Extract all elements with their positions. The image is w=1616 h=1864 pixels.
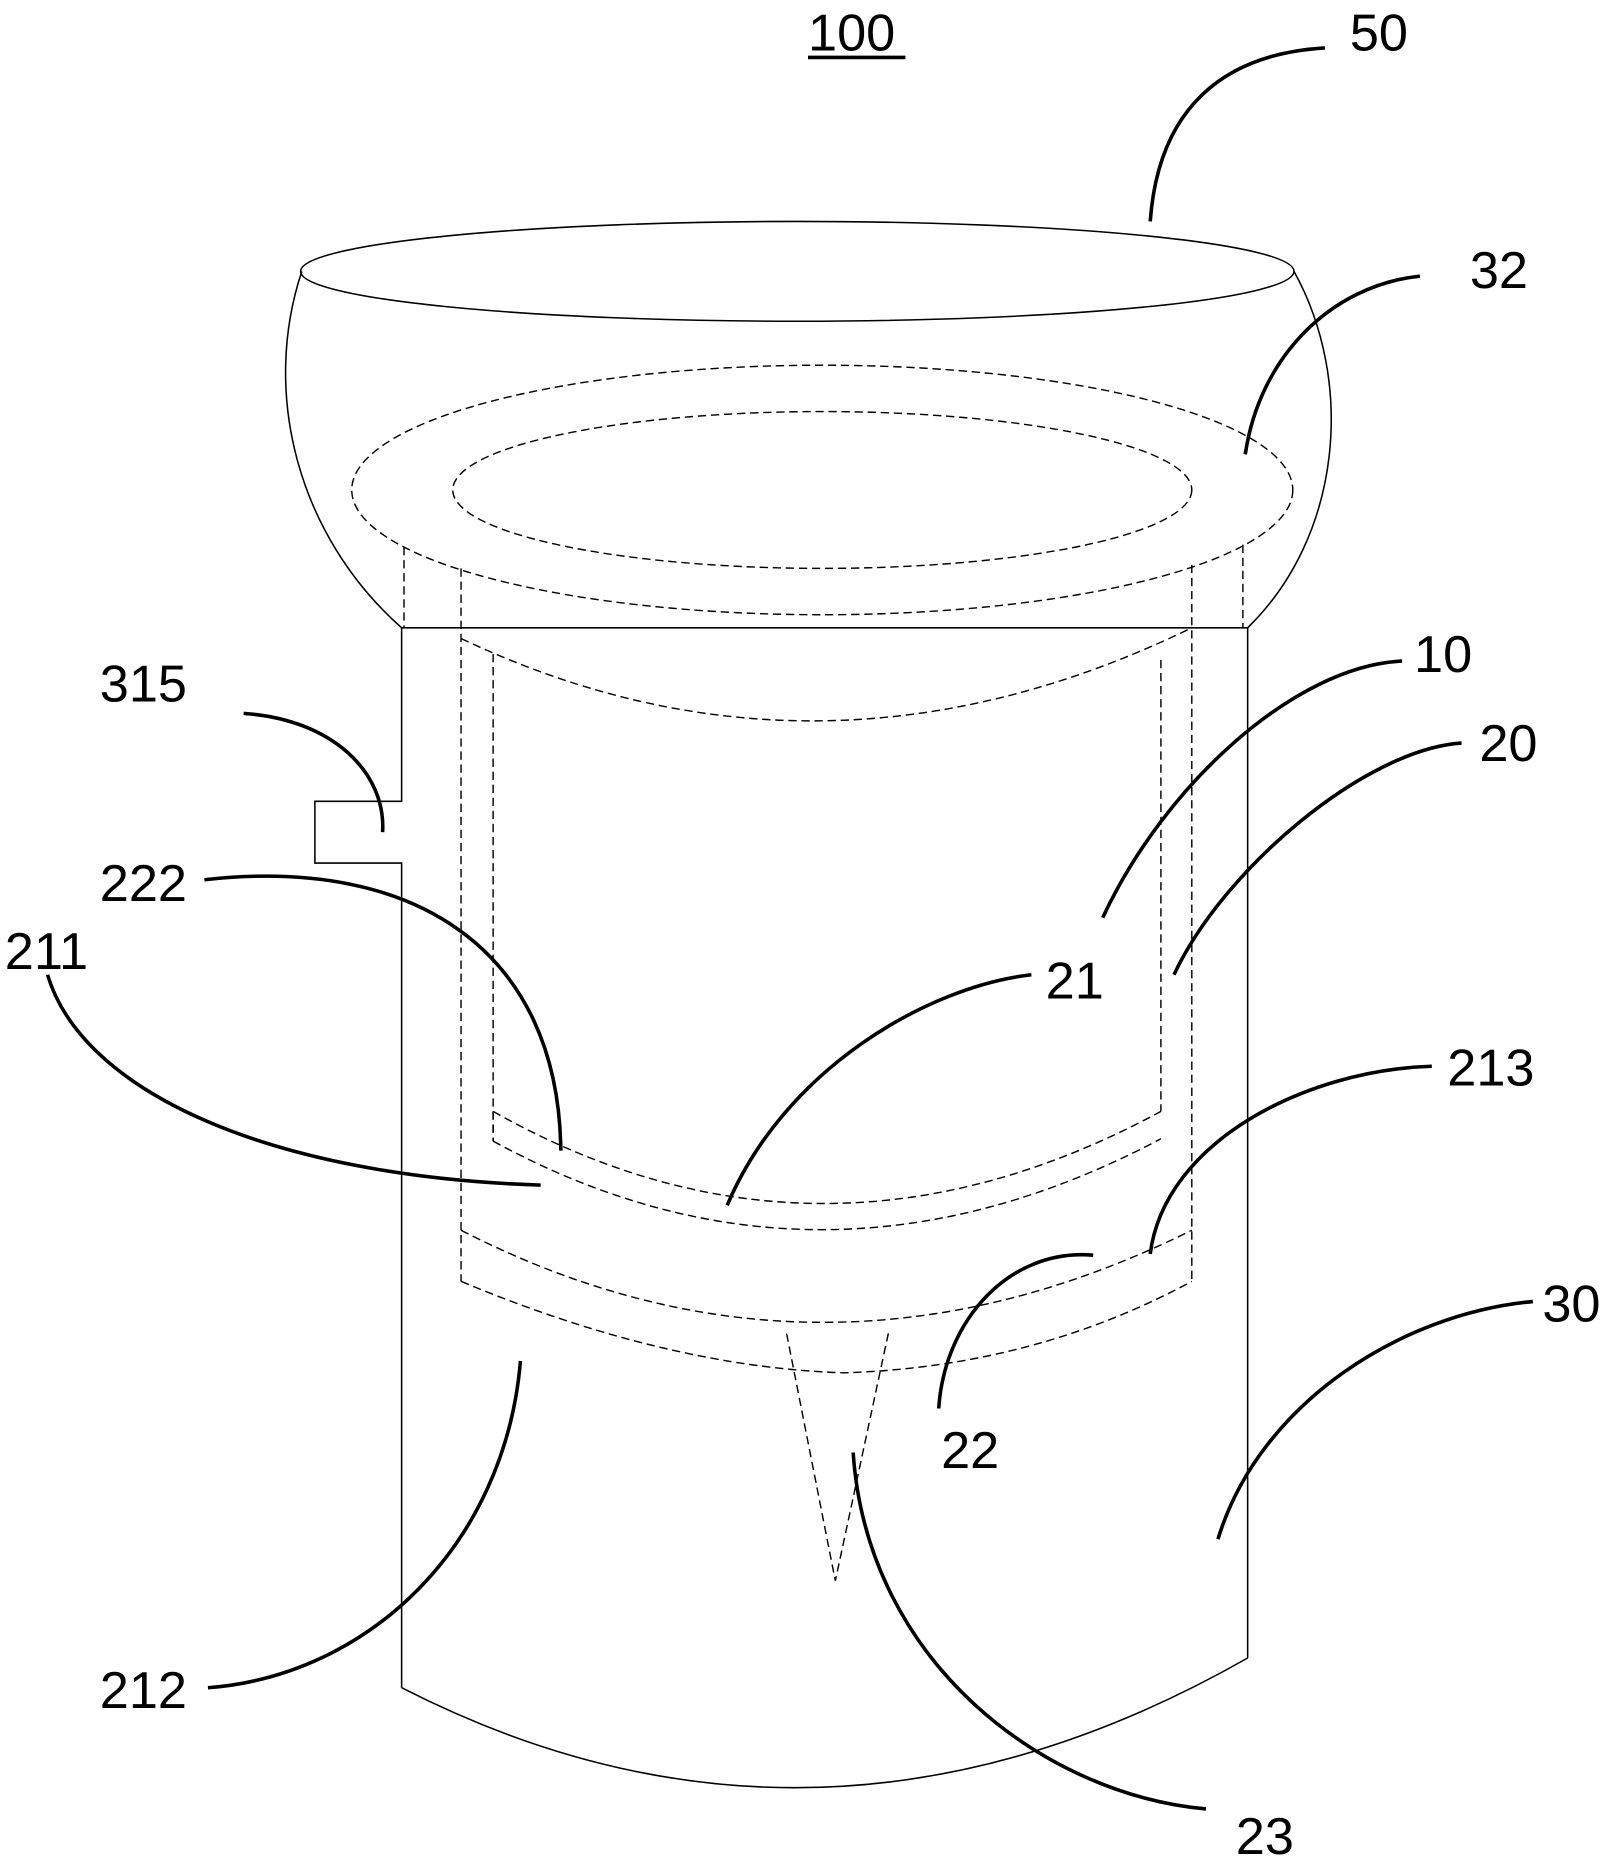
label-23: 23 (1236, 1808, 1294, 1864)
ring-32 (351, 364, 1294, 628)
label-211: 211 (5, 923, 88, 981)
label-10: 10 (1414, 626, 1472, 684)
label-315: 315 (100, 655, 187, 713)
label-32: 32 (1470, 242, 1528, 300)
label-212: 212 (100, 1662, 187, 1720)
body-30 (314, 627, 1249, 1789)
label-30: 30 (1542, 1276, 1600, 1334)
figure-number: 100 (808, 4, 895, 62)
leader-lines (45, 46, 1533, 1811)
label-22: 22 (941, 1422, 999, 1480)
label-21: 21 (1046, 953, 1104, 1011)
label-20: 20 (1479, 715, 1537, 773)
label-50: 50 (1350, 4, 1408, 62)
label-213: 213 (1447, 1039, 1534, 1097)
container-10-20 (460, 564, 1193, 1581)
label-222: 222 (100, 855, 187, 913)
cap-50 (284, 220, 1332, 629)
